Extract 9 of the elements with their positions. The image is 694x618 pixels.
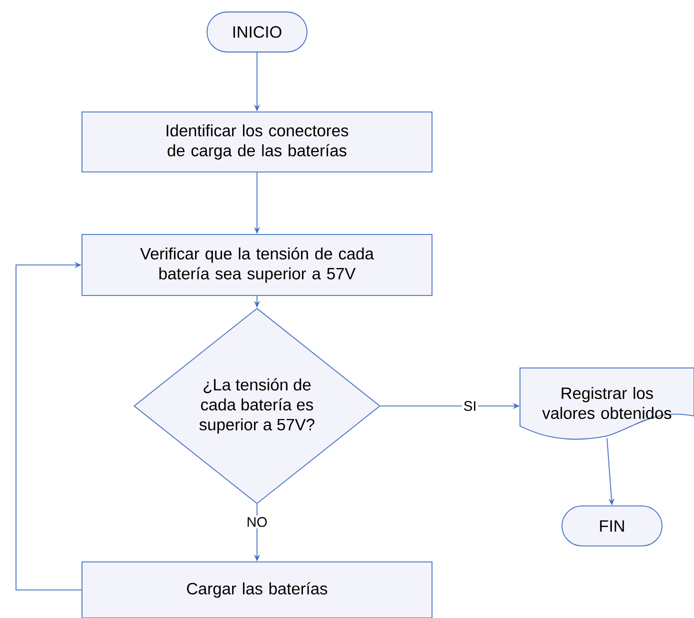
- edge-label: NO: [245, 516, 269, 528]
- arrow: [16, 262, 82, 590]
- terminal-box: FIN: [562, 506, 662, 546]
- process-box: Verificar que la tensión de cada batería sea superior a 57V: [82, 234, 432, 296]
- terminal-box: INICIO: [206, 12, 308, 52]
- process-box: Cargar las baterías: [82, 562, 432, 618]
- edge-label: SI: [462, 400, 478, 412]
- process-box: Identificar los conectores de carga de las baterías: [82, 112, 432, 172]
- document-box: Registrar los valores obtenidos: [520, 368, 694, 440]
